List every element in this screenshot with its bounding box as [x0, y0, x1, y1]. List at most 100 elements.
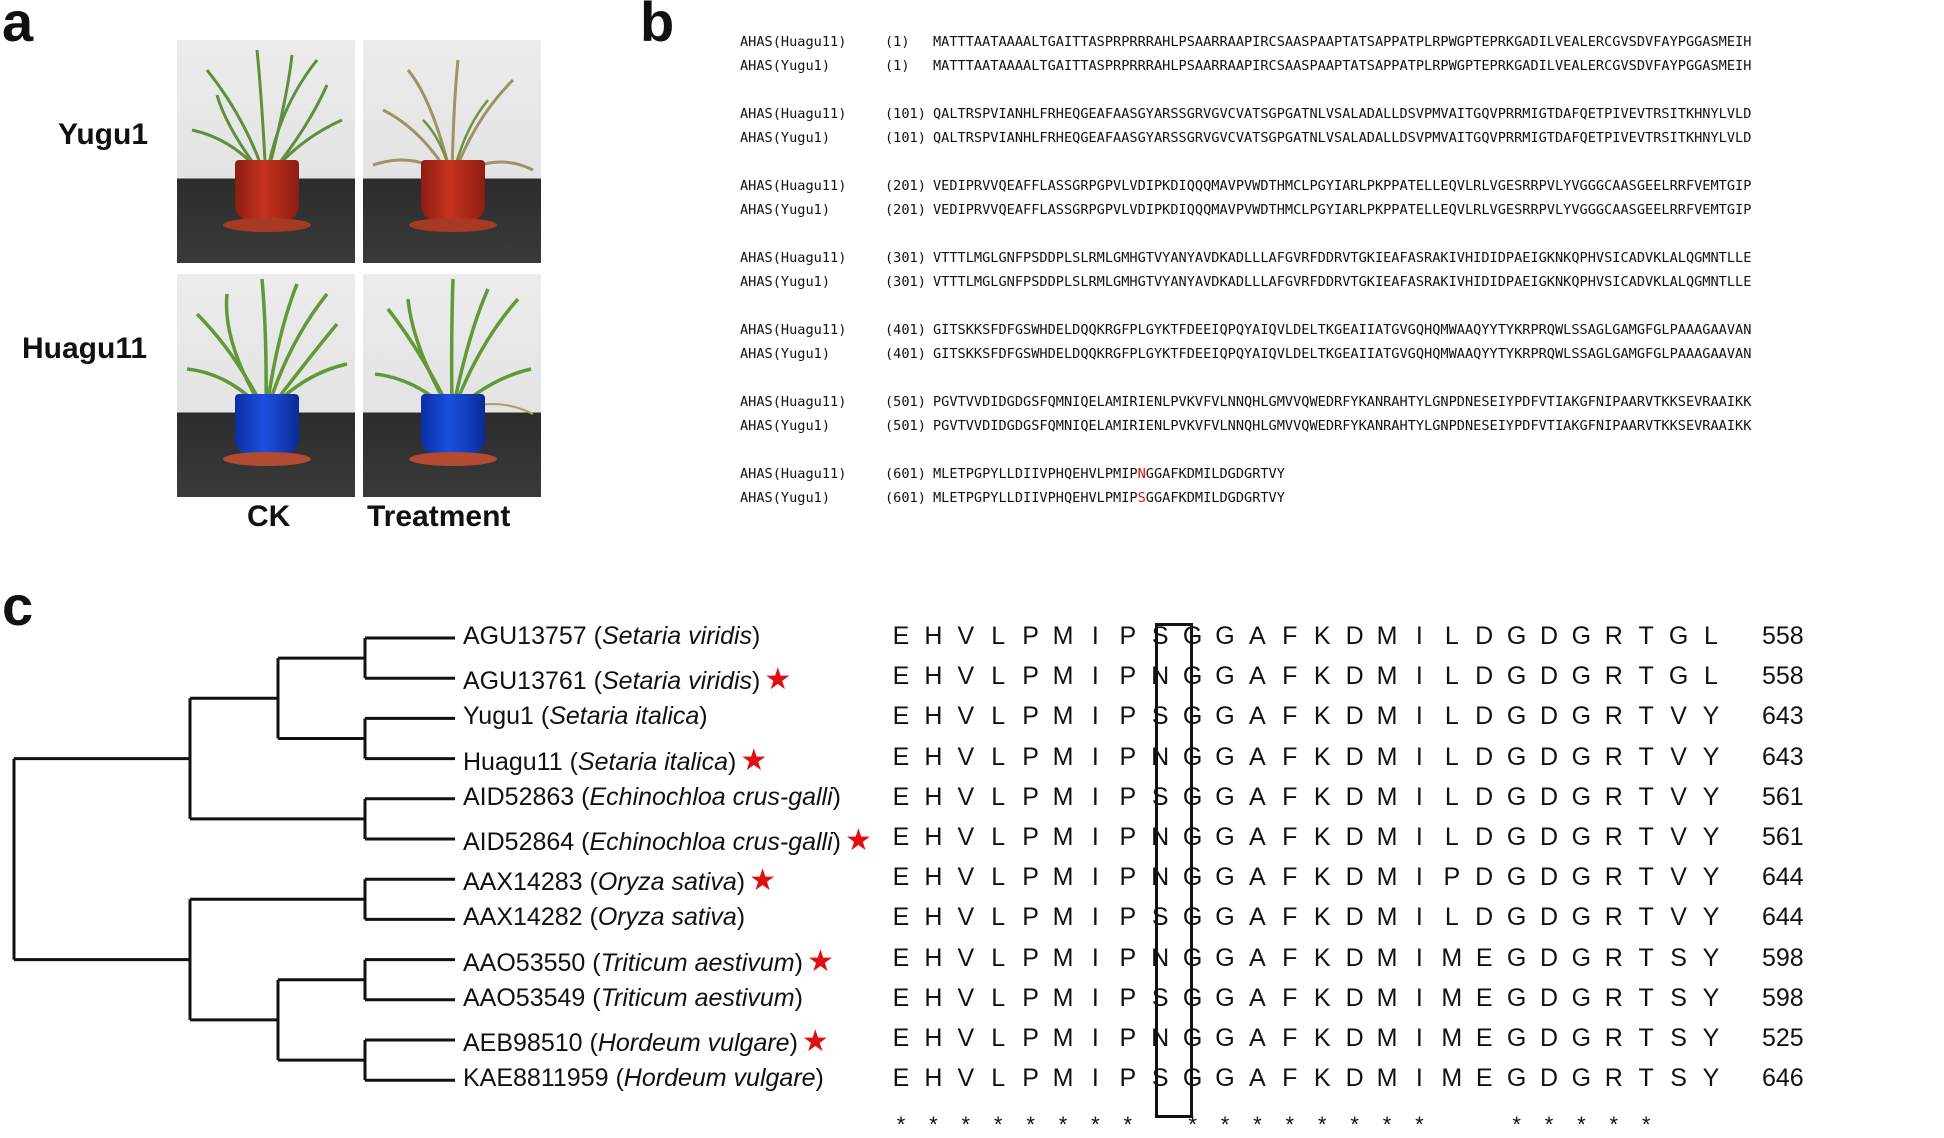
sequence-position: (201): [885, 202, 926, 218]
residue: T: [1638, 702, 1654, 731]
residue: V: [957, 622, 975, 650]
sequence-name: AHAS(Yugu1): [740, 274, 831, 290]
sequence-position: (1): [885, 58, 910, 74]
residue: D: [1345, 1024, 1364, 1052]
paren: (: [586, 622, 602, 650]
residue: G: [1215, 823, 1235, 851]
residue: G: [1571, 622, 1592, 650]
residue: G: [1215, 702, 1235, 731]
panel-a-label: a: [2, 0, 34, 53]
residue: D: [1539, 702, 1559, 731]
end-position: 644: [1762, 863, 1804, 892]
residue: P: [1022, 943, 1039, 972]
residue: V: [1670, 903, 1687, 932]
residue: A: [1249, 1024, 1266, 1052]
residue: D: [1539, 863, 1559, 892]
residue: D: [1475, 702, 1494, 731]
residue: D: [1475, 782, 1494, 811]
residue: D: [1539, 823, 1559, 851]
residue: Y: [1702, 1024, 1720, 1052]
residue: L: [1704, 662, 1718, 691]
residue: E: [892, 662, 910, 691]
sequence-text: MLETPGPYLLDIIVPHQEHVLPMIP: [933, 466, 1138, 482]
consensus-mark: *: [1220, 1112, 1230, 1137]
residue: L: [991, 903, 1006, 932]
residue: L: [991, 782, 1006, 811]
residue: I: [1091, 662, 1099, 691]
paren: (: [582, 903, 598, 932]
residue: K: [1313, 622, 1331, 650]
sequence-position: (401): [885, 322, 926, 338]
residue: D: [1345, 863, 1364, 892]
species-name: Hordeum vulgare: [623, 1064, 816, 1093]
residue: L: [991, 662, 1006, 691]
residue: V: [1670, 863, 1687, 892]
consensus-mark: *: [1641, 1112, 1651, 1137]
residue: D: [1475, 903, 1494, 932]
residue: A: [1249, 622, 1266, 650]
end-position: 598: [1762, 943, 1804, 972]
residue: V: [957, 943, 975, 972]
consensus-mark: *: [1350, 1112, 1359, 1137]
paren: ): [832, 782, 841, 811]
consensus-mark: *: [1317, 1112, 1327, 1137]
saucer: [409, 452, 497, 466]
accession-id: AAX14282: [463, 903, 583, 932]
residue: V: [1670, 742, 1687, 771]
sequence-text: MLETPGPYLLDIIVPHQEHVLPMIP: [933, 490, 1138, 506]
residue: M: [1052, 983, 1074, 1012]
taxon-label: AID52863 (Echinochloa crus-galli): [463, 783, 841, 812]
residue: V: [957, 1024, 975, 1052]
residue: L: [991, 863, 1006, 892]
residue: D: [1345, 782, 1364, 811]
sequence-text: MATTTAATAAAALTGAITTASPRPRRRAHLPSAARRAAPI…: [933, 34, 1752, 50]
residue: F: [1282, 742, 1298, 771]
residue: K: [1313, 782, 1331, 811]
residue: Y: [1702, 863, 1720, 892]
paren: (: [533, 702, 550, 731]
residue: Y: [1702, 943, 1720, 972]
consensus-mark: *: [1188, 1112, 1197, 1137]
species-name: Setaria viridis: [601, 622, 753, 650]
residue: H: [924, 863, 943, 892]
taxon-label: AAX14282 (Oryza sativa): [463, 903, 745, 932]
row-label-huagu11: Huagu11: [22, 332, 148, 365]
residue: V: [957, 662, 975, 691]
sequence-name: AHAS(Yugu1): [740, 346, 831, 362]
residue: T: [1638, 1064, 1654, 1093]
residue: E: [1475, 943, 1493, 972]
residue: E: [892, 782, 910, 811]
paren: ): [736, 903, 746, 932]
end-position: 644: [1762, 903, 1804, 932]
residue: L: [1444, 622, 1459, 650]
end-position: 561: [1762, 782, 1804, 811]
residue: P: [1119, 1064, 1137, 1093]
residue: L: [991, 1064, 1006, 1093]
accession-id: KAE8811959: [463, 1064, 609, 1093]
residue: M: [1052, 863, 1074, 892]
paren: (: [585, 983, 601, 1012]
taxon-label: AID52864 (Echinochloa crus-galli)★: [463, 823, 872, 858]
sequence-text: PGVTVVDIDGDGSFQMNIQELAMIRIENLPVKVFVLNNQH…: [933, 394, 1752, 410]
residue: L: [1444, 662, 1459, 691]
sequence-text-tail: GGAFKDMILDGDGRTVY: [1145, 490, 1285, 506]
residue: H: [924, 1024, 943, 1052]
sequence-position: (101): [885, 106, 926, 122]
paren: ): [727, 747, 737, 776]
pot-red: [235, 160, 299, 220]
phylogenetic-tree: [12, 636, 455, 1082]
residue: G: [1571, 943, 1592, 972]
residue: G: [1571, 863, 1592, 892]
sequence-text: GITSKKSFDFGSWHDELDQQKRGFPLGYKTFDEEIQPQYA…: [933, 346, 1752, 362]
sequence-text: MATTTAATAAAALTGAITTASPRPRRRAHLPSAARRAAPI…: [933, 58, 1752, 74]
residue: L: [1444, 742, 1459, 771]
sequence-name: AHAS(Huagu11): [740, 106, 847, 122]
sequence-name: AHAS(Yugu1): [740, 202, 831, 218]
residue: D: [1345, 903, 1364, 932]
residue: M: [1052, 1064, 1074, 1093]
residue: E: [892, 1024, 910, 1052]
residue: G: [1571, 742, 1592, 771]
paren: (: [586, 667, 602, 696]
consensus-mark: *: [1026, 1112, 1035, 1137]
residue: P: [1022, 823, 1039, 851]
